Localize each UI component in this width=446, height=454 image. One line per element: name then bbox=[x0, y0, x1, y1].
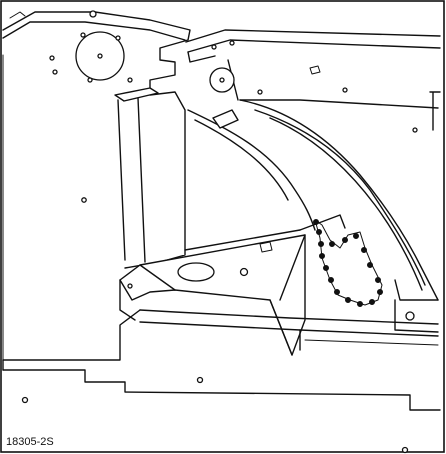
floor-panels bbox=[2, 279, 441, 454]
left-body-panel bbox=[2, 10, 191, 361]
wheel-arch bbox=[187, 99, 439, 301]
bracket bbox=[119, 229, 306, 356]
weld-seam bbox=[312, 218, 383, 307]
upper-rail bbox=[185, 29, 441, 133]
figure-id-label: 18305-2S bbox=[5, 436, 55, 448]
bracket-hole bbox=[177, 262, 215, 282]
